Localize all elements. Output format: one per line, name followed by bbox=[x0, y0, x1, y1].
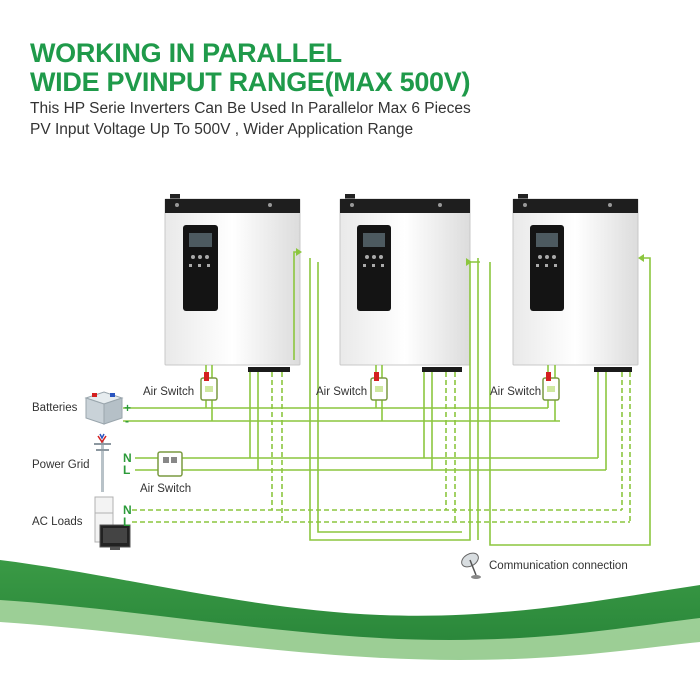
terminal-grid-n: N bbox=[123, 451, 132, 465]
subtitle-line-1: This HP Serie Inverters Can Be Used In P… bbox=[30, 100, 471, 117]
terminal-plus: + bbox=[124, 401, 131, 415]
inverter-3-terminal-block bbox=[594, 367, 632, 372]
wiring bbox=[123, 248, 651, 546]
terminal-grid-l: L bbox=[123, 463, 130, 477]
terminal-minus: - bbox=[125, 414, 129, 428]
heading-line-2: WIDE PVINPUT RANGE(MAX 500V) bbox=[30, 67, 471, 97]
inverter-2-terminal-block bbox=[422, 367, 462, 372]
subtitle-line-2: PV Input Voltage Up To 500V , Wider Appl… bbox=[30, 121, 414, 138]
inverter-3 bbox=[512, 194, 639, 372]
air-switch-battery-3 bbox=[542, 372, 560, 401]
air-switch-grid bbox=[157, 451, 183, 477]
label-ac-loads: AC Loads bbox=[32, 516, 83, 528]
bottom-wave bbox=[0, 560, 700, 700]
power-grid-icon bbox=[94, 433, 111, 492]
terminal-load-n: N bbox=[123, 503, 132, 517]
air-switch-battery-1 bbox=[200, 372, 218, 401]
satellite-dish-icon bbox=[461, 552, 481, 579]
label-air-switch-2: Air Switch bbox=[316, 386, 367, 398]
label-power-grid: Power Grid bbox=[32, 459, 90, 471]
terminal-load-l: L bbox=[123, 515, 130, 529]
heading-line-1: WORKING IN PARALLEL bbox=[30, 38, 342, 68]
inverter-1-terminal-block bbox=[248, 367, 290, 372]
inverter-1 bbox=[164, 194, 301, 372]
inverter-2 bbox=[339, 194, 471, 372]
battery-icon bbox=[84, 391, 124, 425]
label-communication: Communication connection bbox=[489, 560, 628, 572]
ac-loads-icon bbox=[94, 496, 131, 550]
label-air-switch-1: Air Switch bbox=[143, 386, 194, 398]
label-batteries: Batteries bbox=[32, 402, 78, 414]
label-air-switch-grid: Air Switch bbox=[140, 483, 191, 495]
air-switch-battery-2 bbox=[370, 372, 388, 401]
label-air-switch-3: Air Switch bbox=[490, 386, 541, 398]
